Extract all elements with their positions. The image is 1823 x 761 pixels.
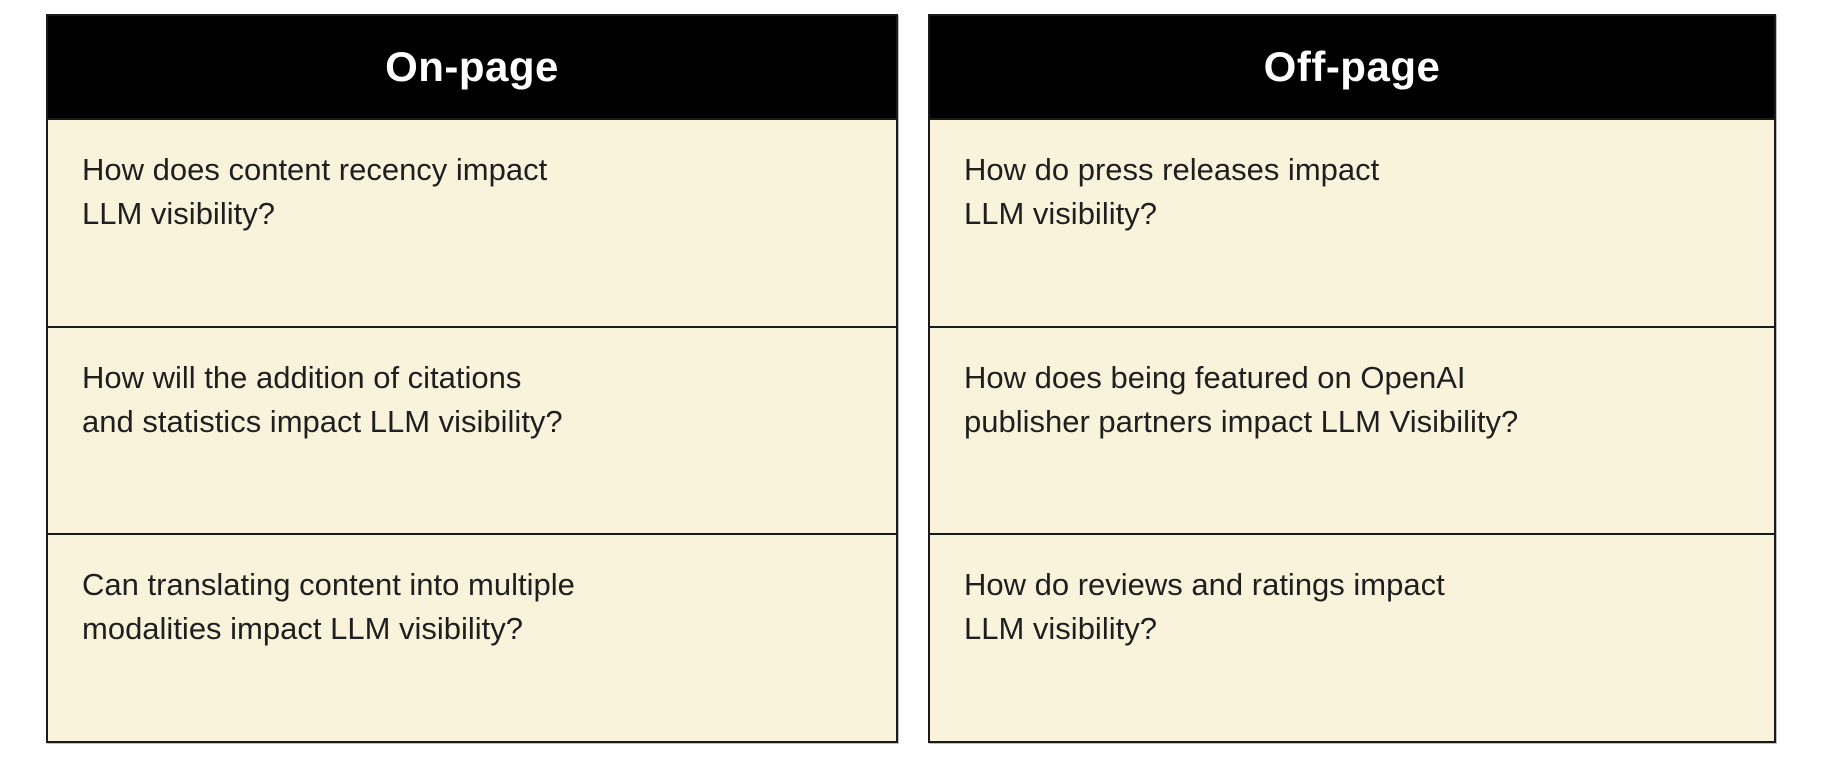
- table-row: How do reviews and ratings impact LLM vi…: [930, 535, 1774, 742]
- on-page-table: On-page How does content recency impact …: [46, 14, 898, 743]
- table-row: How do press releases impact LLM visibil…: [930, 120, 1774, 328]
- table-row: How will the addition of citations and s…: [48, 327, 896, 536]
- table-row: How does being featured on OpenAI publis…: [930, 327, 1774, 536]
- table-row: Can translating content into multiple mo…: [48, 535, 896, 742]
- off-page-table: Off-page How do press releases impact LL…: [928, 14, 1776, 743]
- table-row: How does content recency impact LLM visi…: [48, 120, 896, 328]
- off-page-table-header: Off-page: [930, 16, 1774, 120]
- on-page-table-header: On-page: [48, 16, 896, 120]
